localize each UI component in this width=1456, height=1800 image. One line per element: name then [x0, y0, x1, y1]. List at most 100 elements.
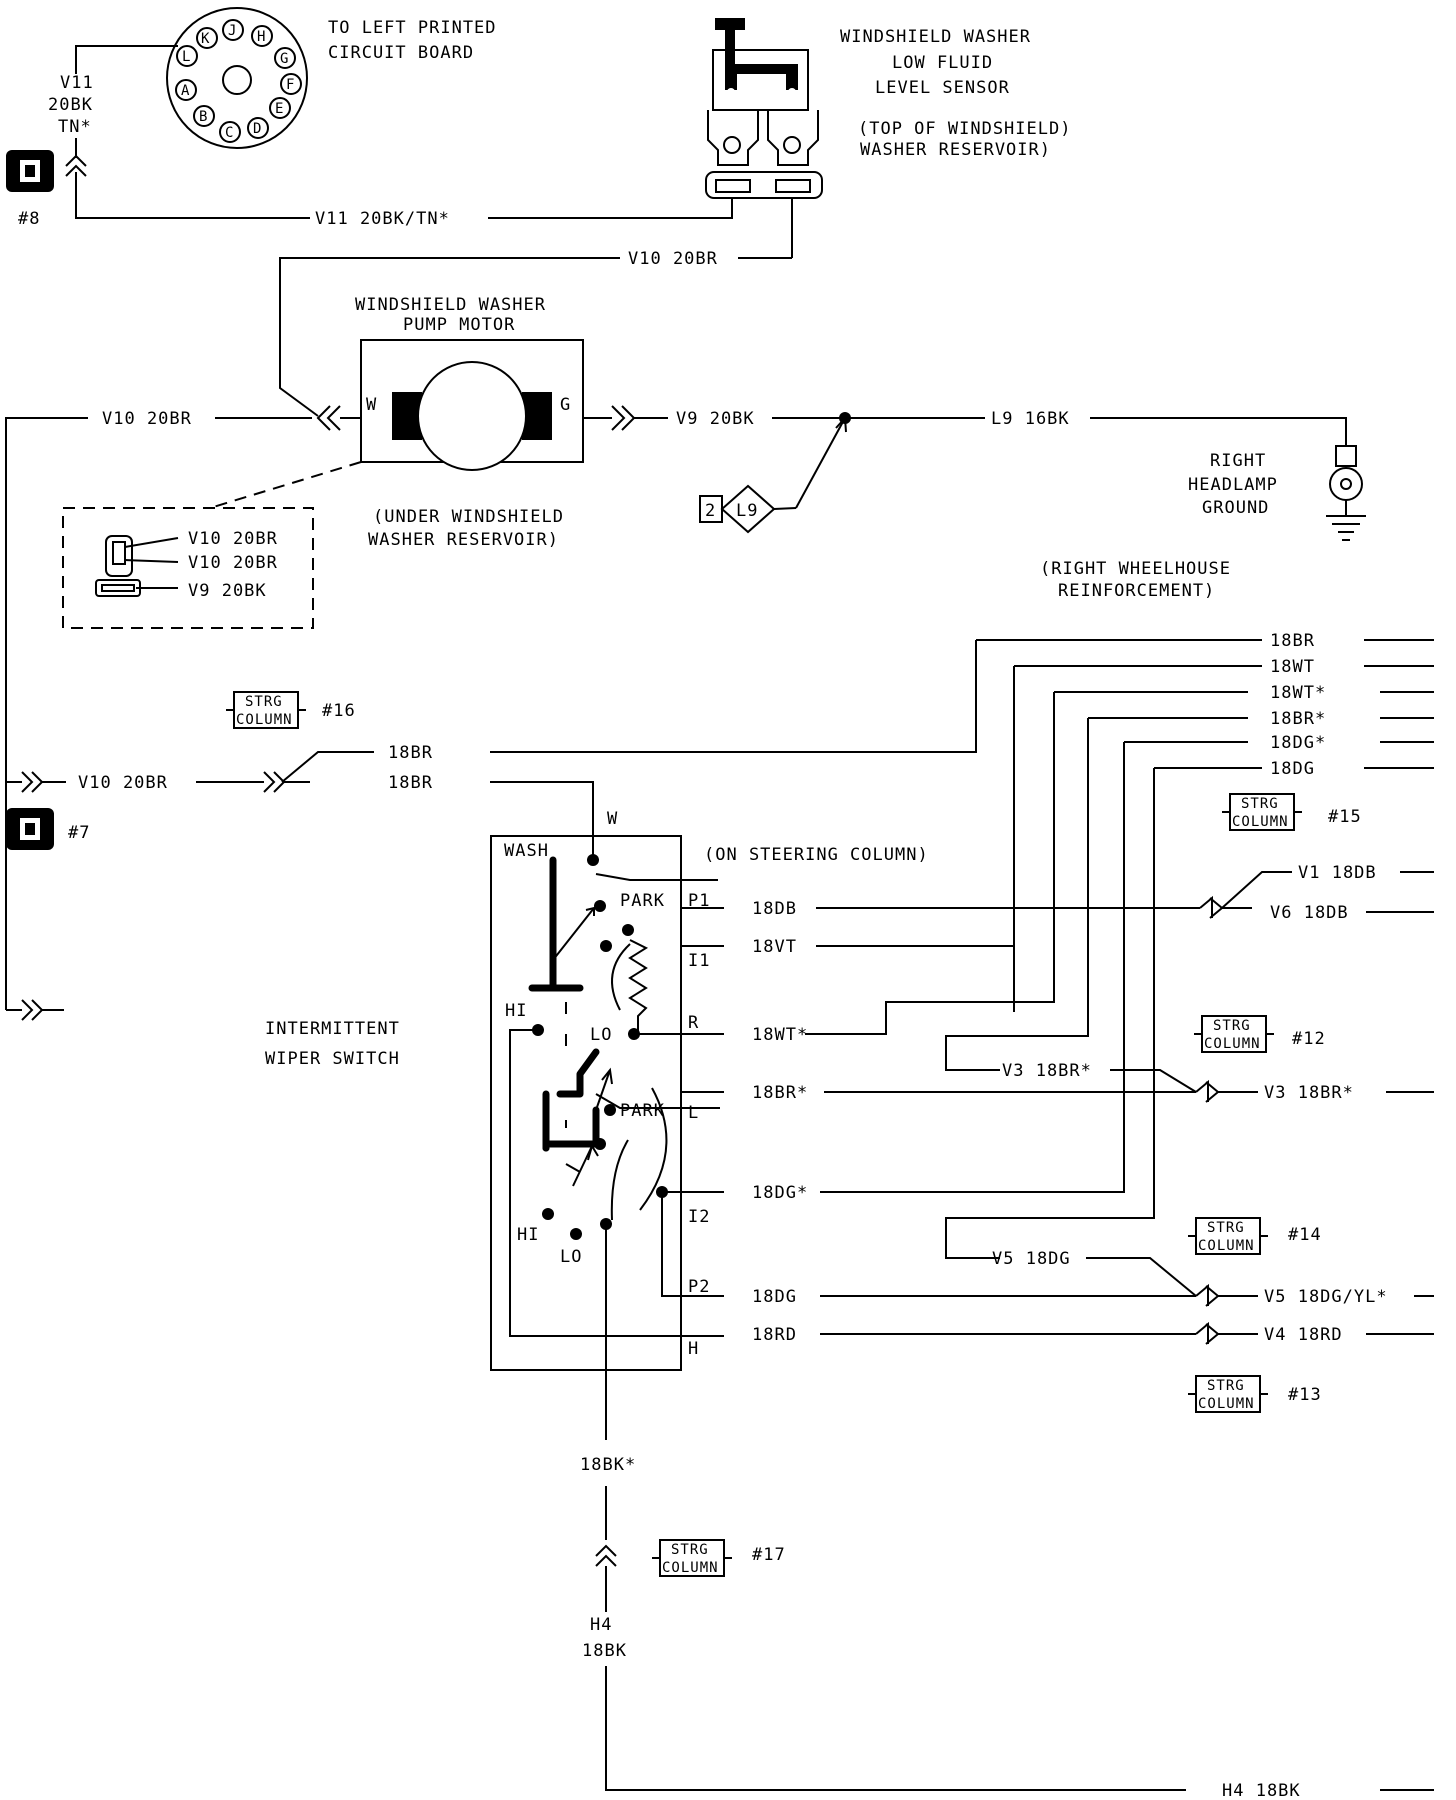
wheelhouse-line1: (RIGHT WHEELHOUSE — [1040, 559, 1231, 579]
switch-label-hi1: HI — [505, 1001, 527, 1021]
wiper-switch — [490, 835, 724, 1440]
strg-line2: COLUMN — [236, 712, 293, 728]
switch-location: (ON STEERING COLUMN) — [704, 845, 929, 865]
strg-ref-13: #13 — [1288, 1385, 1322, 1405]
right-wire-v1: V1 18DB — [1298, 863, 1377, 883]
ground-wire-label: H4 18BK — [1222, 1781, 1301, 1800]
strg-column-13: STRG COLUMN — [1188, 1375, 1268, 1413]
switch-label-park2: PARK — [620, 1101, 665, 1121]
wheelhouse-line2: REINFORCEMENT) — [1058, 581, 1215, 601]
strg-ref-17: #17 — [752, 1545, 786, 1565]
connector-8-icon — [6, 150, 54, 192]
pump-connector-detail — [95, 535, 179, 597]
pin-label: D — [253, 121, 262, 137]
sensor-title-line2: LOW FLUID — [892, 53, 993, 73]
switch-wire-p2: 18DG — [752, 1287, 797, 1307]
strg-ref-12: #12 — [1292, 1029, 1326, 1049]
wire-v11-line1: V11 — [60, 73, 94, 93]
sensor-location-line1: (TOP OF WINDSHIELD) — [858, 119, 1071, 139]
switch-pin-i1: I1 — [688, 951, 710, 971]
wheelhouse-wire-5: 18DG* — [1270, 733, 1326, 753]
switch-wire-l: 18BR* — [752, 1083, 808, 1103]
switch-label-park1: PARK — [620, 891, 665, 911]
connector-8-label: #8 — [18, 209, 40, 229]
strg-line2: COLUMN — [1232, 814, 1289, 830]
ground-symbol-icon — [1326, 445, 1366, 541]
switch-title-line1: INTERMITTENT — [265, 1019, 400, 1039]
splice-id: L9 — [736, 501, 758, 521]
switch-pin-i2: I2 — [688, 1207, 710, 1227]
pump-location-line1: (UNDER WINDSHIELD — [373, 507, 564, 527]
pin-label: F — [286, 77, 295, 93]
upper-wire-b: 18BR — [388, 773, 433, 793]
pump-motor — [360, 339, 584, 471]
detail-line1: V10 20BR — [188, 529, 278, 549]
upper-wire-a: 18BR — [388, 743, 433, 763]
sensor-title-line3: LEVEL SENSOR — [875, 78, 1010, 98]
splice-num: 2 — [705, 501, 716, 521]
wheelhouse-wire-2: 18WT — [1270, 657, 1315, 677]
strg-ref-15: #15 — [1328, 807, 1362, 827]
strg-column-16: STRG COLUMN — [226, 691, 306, 729]
strg-line1: STRG — [1207, 1220, 1245, 1236]
switch-pin-r: R — [688, 1013, 699, 1033]
splice-l9 — [699, 484, 797, 534]
pin-label: K — [201, 31, 210, 47]
pin-label: A — [181, 83, 190, 99]
wheelhouse-wires — [976, 639, 1434, 769]
strg-column-15: STRG COLUMN — [1222, 793, 1302, 831]
ground-wire-line1: H4 — [590, 1615, 612, 1635]
strg-line1: STRG — [1241, 796, 1279, 812]
switch-wire-h: 18RD — [752, 1325, 797, 1345]
washer-level-sensor — [705, 18, 823, 258]
sensor-title-line1: WINDSHIELD WASHER — [840, 27, 1031, 47]
switch-label-lo1: LO — [590, 1025, 612, 1045]
strg-line1: STRG — [245, 694, 283, 710]
right-wire-v5b: V5 18DG/YL* — [1264, 1287, 1388, 1307]
ground-label-line2: HEADLAMP — [1188, 475, 1278, 495]
pcb-connector: K J H L G A F B C D E TO LEFT PRINTED CI… — [166, 7, 497, 149]
pin-label: J — [228, 23, 237, 39]
switch-pin-l: L — [688, 1103, 699, 1123]
ground-label-line3: GROUND — [1202, 498, 1269, 518]
pump-pin-g: G — [560, 395, 571, 415]
pump-title-line1: WINDSHIELD WASHER — [355, 295, 546, 315]
switch-pin-h: H — [688, 1339, 699, 1359]
pin-label: C — [225, 125, 234, 141]
strg-column-14: STRG COLUMN — [1188, 1217, 1268, 1255]
switch-wire-ground: 18BK* — [580, 1455, 636, 1475]
sensor-location-line2: WASHER RESERVOIR) — [860, 140, 1051, 160]
switch-pin-p1: P1 — [688, 891, 710, 911]
wheelhouse-wire-6: 18DG — [1270, 759, 1315, 779]
pin-label: H — [257, 29, 266, 45]
wire-v10-top-label: V10 20BR — [628, 249, 718, 269]
pcb-title-line1: TO LEFT PRINTED — [328, 18, 497, 38]
switch-pin-w: W — [607, 809, 618, 829]
switch-wire-i1: 18VT — [752, 937, 797, 957]
switch-label-lo2: LO — [560, 1247, 582, 1267]
strg-line2: COLUMN — [662, 1560, 719, 1576]
strg-line2: COLUMN — [1198, 1396, 1255, 1412]
pin-label: L — [182, 49, 191, 65]
strg-line1: STRG — [1207, 1378, 1245, 1394]
wire-v10-left-label: V10 20BR — [102, 409, 192, 429]
wire-l9-label: L9 16BK — [991, 409, 1070, 429]
switch-wire-i2: 18DG* — [752, 1183, 808, 1203]
switch-pin-p2: P2 — [688, 1277, 710, 1297]
wheelhouse-wire-1: 18BR — [1270, 631, 1315, 651]
wheelhouse-wire-3: 18WT* — [1270, 683, 1326, 703]
switch-wire-p1: 18DB — [752, 899, 797, 919]
pump-title-line2: PUMP MOTOR — [403, 315, 515, 335]
wire-v11-label: V11 20BK/TN* — [315, 209, 450, 229]
pcb-title-line2: CIRCUIT BOARD — [328, 43, 474, 63]
detail-line2: V10 20BR — [188, 553, 278, 573]
switch-label-wash: WASH — [504, 841, 549, 861]
pump-location-line2: WASHER RESERVOIR) — [368, 530, 559, 550]
switch-wire-r: 18WT* — [752, 1025, 808, 1045]
wire-v9-label: V9 20BK — [676, 409, 755, 429]
ground-wire-line2: 18BK — [582, 1641, 627, 1661]
ground-label-line1: RIGHT — [1210, 451, 1266, 471]
detail-line3: V9 20BK — [188, 581, 267, 601]
pin-label: G — [280, 51, 289, 67]
